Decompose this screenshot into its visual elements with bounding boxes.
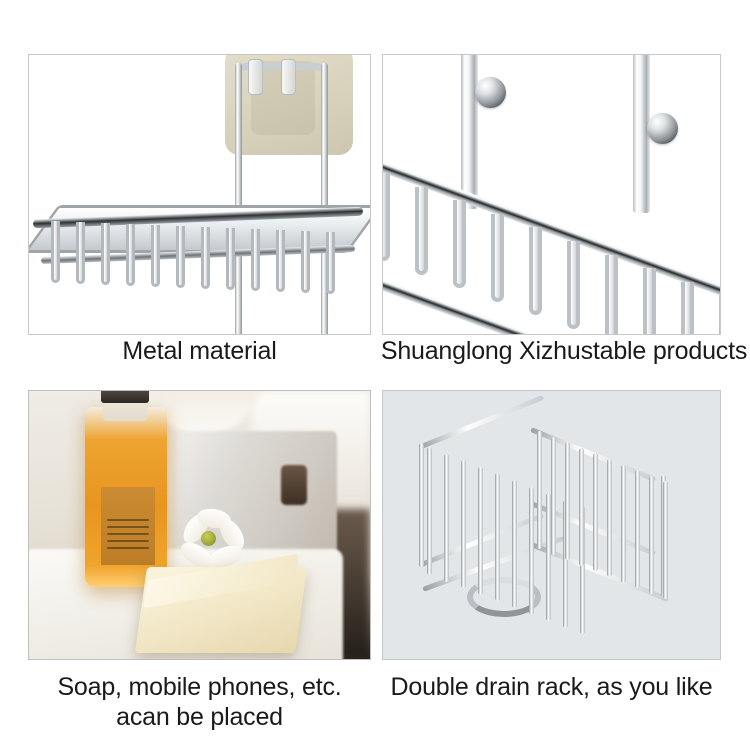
caption-soap-placement-line1: Soap, mobile phones, etc. <box>57 673 342 701</box>
basket-wire-rib <box>176 226 185 288</box>
rack-left-grid-wire <box>478 466 483 595</box>
caption-metal-material: Metal material <box>122 337 277 365</box>
rack-foot-ring-icon <box>467 577 541 617</box>
basket-wire-rib <box>301 231 310 293</box>
basket-wire-rib <box>126 224 135 286</box>
basket-wire-rib <box>151 225 160 287</box>
macro-wire-rib <box>383 173 390 261</box>
macro-wire-rib <box>415 186 428 275</box>
rack-right-grid-wire <box>663 481 668 600</box>
ball-finial-right-icon <box>647 113 678 144</box>
caption-soap-placement-line2: acan be placed <box>116 703 283 731</box>
basket-wire-rib <box>101 223 110 285</box>
rack-right-grid-wire <box>593 453 598 572</box>
macro-wire-rib <box>529 227 542 316</box>
rack-left-grid-wire <box>529 486 534 615</box>
panel-metal-material: (function(){ var host=document.currentSc… <box>28 54 371 335</box>
panel-soap-placement <box>28 390 371 660</box>
rack-left-top-rail-icon <box>418 394 545 450</box>
basket-wire-rib <box>226 228 235 290</box>
macro-wire-rib <box>453 200 466 289</box>
macro-wire-rib <box>643 268 656 334</box>
panel-brand-products: (function(){ var host=document.currentSc… <box>382 54 721 335</box>
chrome-post-right-icon <box>633 55 650 213</box>
bottle-label-text-icon <box>107 519 149 554</box>
diagonal-rail-upper-icon <box>383 155 720 303</box>
basket-wire-rib <box>276 230 285 292</box>
rack-right-grid-wire <box>565 442 570 561</box>
rack-right-grid-wire <box>579 447 584 566</box>
rack-right-grid-wire <box>607 459 612 577</box>
rack-left-grid-wire <box>512 480 517 608</box>
clear-clip-right-icon <box>281 59 296 95</box>
rack-right-grid-wire <box>551 436 556 555</box>
panel-double-drain-rack: (function(){ var host=document.currentSc… <box>382 390 721 660</box>
rack-right-grid-wire <box>649 475 654 594</box>
macro-wire-rib <box>491 213 504 302</box>
macro-wire-rib <box>681 281 694 334</box>
rack-left-grid-wire <box>495 473 500 602</box>
macro-wire-rib <box>719 295 720 334</box>
rack-left-grid-wire <box>427 447 432 575</box>
macro-wire-rib <box>605 254 618 334</box>
basket-wire-rib <box>251 229 260 291</box>
basket-wire-rib <box>51 221 60 283</box>
caption-double-drain-rack: Double drain rack, as you like <box>390 673 713 701</box>
bottle-cap-icon <box>101 391 149 403</box>
macro-wire-rib <box>567 241 580 329</box>
rack-left-grid-wire <box>563 499 568 628</box>
rack-left-grid-wire <box>580 506 585 635</box>
ball-finial-left-icon <box>475 77 506 108</box>
chrome-rail-left-icon <box>235 63 242 334</box>
basket-wire-rib <box>201 227 210 289</box>
flower-center-icon <box>201 531 216 546</box>
basket-wire-rib <box>76 222 85 284</box>
basket-wire-rib <box>326 232 335 294</box>
chrome-rail-right-icon <box>321 63 328 334</box>
chrome-post-left-icon <box>461 55 478 209</box>
diagonal-rail-lower-icon <box>383 273 720 334</box>
clear-clip-left-icon <box>248 59 263 95</box>
caption-brand-products: Shuanglong Xizhustable products <box>380 337 748 365</box>
bark-hole-icon <box>281 465 307 505</box>
rack-right-grid-wire <box>621 464 626 583</box>
rack-right-grid-wire <box>635 470 640 589</box>
rack-left-end-post-icon <box>419 443 424 567</box>
rack-left-grid-wire <box>444 453 449 582</box>
rack-left-grid-wire <box>546 493 551 622</box>
rack-right-grid-wire <box>537 431 542 549</box>
rack-left-grid-wire <box>461 460 466 589</box>
